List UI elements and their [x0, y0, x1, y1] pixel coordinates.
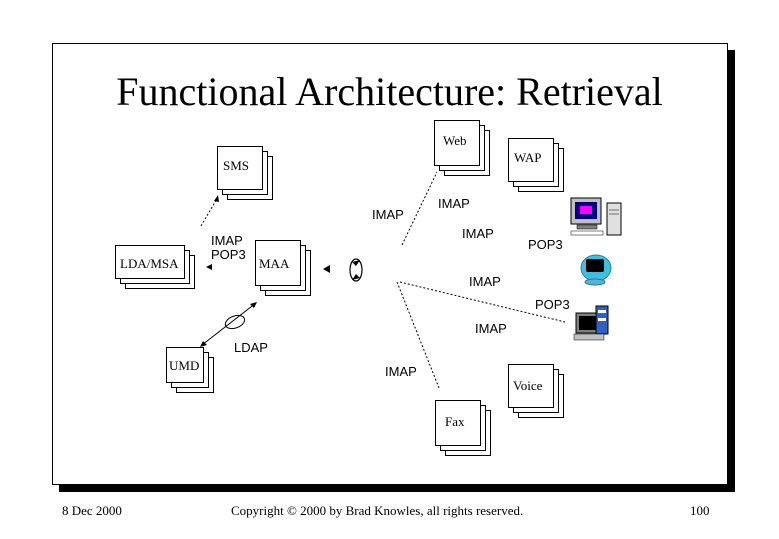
web-connector: [401, 171, 438, 246]
imap-fax-label: IMAP: [385, 364, 417, 379]
imap-pop3-lda-label: IMAP POP3: [211, 233, 246, 263]
maa-label: MAA: [259, 256, 290, 271]
footer-page-number: 100: [690, 503, 710, 518]
pop3-workstation-label: POP3: [535, 297, 570, 312]
fax-label: Fax: [445, 414, 465, 429]
footer-copyright: Copyright © 2000 by Brad Knowles, all ri…: [231, 503, 524, 518]
desktop-computer-icon: [570, 197, 622, 236]
fax-connector: [396, 281, 440, 389]
workstation-connector: [399, 281, 566, 323]
maa-ldap-arrowhead: [250, 302, 257, 308]
footer-date: 8 Dec 2000: [62, 503, 122, 518]
lda-arrowhead: [206, 264, 212, 270]
ldap-label: LDAP: [234, 340, 268, 355]
imap-web-label: IMAP: [372, 207, 404, 222]
rotation-arrows-icon: [349, 258, 363, 282]
umd-arrowhead: [200, 341, 207, 347]
web-label: Web: [443, 133, 467, 148]
lda-msa-label: LDA/MSA: [120, 256, 179, 271]
imap-imac-label: IMAP: [469, 274, 501, 289]
maa-arrowhead: [323, 265, 330, 273]
imap-workstation-label: IMAP: [475, 321, 507, 336]
imap-desktop-label: IMAP: [462, 226, 494, 241]
sms-lda-connector: [200, 196, 219, 227]
imac-icon: [580, 254, 612, 286]
voice-label: Voice: [513, 378, 543, 393]
umd-label: UMD: [169, 358, 200, 373]
sms-label: SMS: [223, 158, 250, 173]
sms-arrowhead: [214, 195, 219, 202]
ldap-rotation-icon: [224, 314, 246, 330]
workstation-icon: [573, 305, 609, 341]
slide-title: Functional Architecture: Retrieval: [116, 69, 663, 114]
wap-label: WAP: [514, 150, 542, 165]
imap-wap-label: IMAP: [438, 196, 470, 211]
maa-umd-connector: [201, 302, 257, 346]
pop3-desktop-label: POP3: [528, 237, 563, 252]
